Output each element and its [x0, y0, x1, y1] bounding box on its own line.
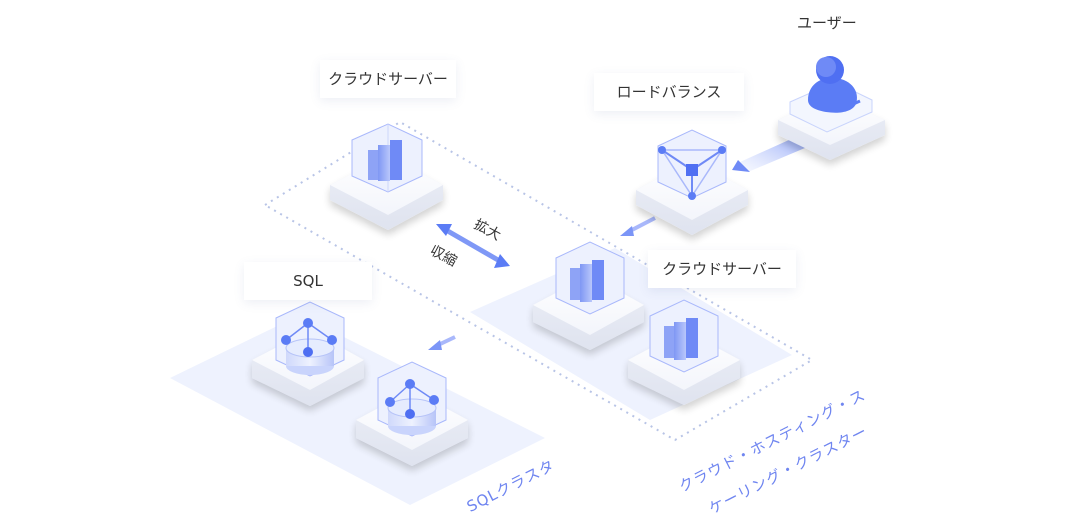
user-beam	[740, 135, 812, 172]
load-balancer-icon	[657, 129, 727, 200]
server-cube-icon	[555, 241, 625, 315]
sql-cluster-zone	[170, 315, 545, 505]
user-label: ユーザー	[797, 14, 857, 32]
cloud-server-right-label: クラウドサーバー	[648, 250, 796, 288]
server-cube-icon	[649, 299, 719, 373]
cloud-server-top-label: クラウドサーバー	[320, 60, 456, 98]
server-to-sql-arrow	[428, 335, 456, 350]
sql-label: SQL	[244, 262, 372, 300]
scale-double-arrow	[436, 224, 510, 268]
load-balancer-label: ロードバランス	[594, 73, 744, 111]
server-cube-icon	[351, 123, 423, 193]
database-cube-icon	[377, 361, 447, 437]
beam-arrowhead	[732, 160, 750, 172]
lb-to-server-arrow	[620, 216, 656, 236]
database-cube-icon	[275, 301, 345, 377]
user-person-icon	[808, 56, 858, 113]
